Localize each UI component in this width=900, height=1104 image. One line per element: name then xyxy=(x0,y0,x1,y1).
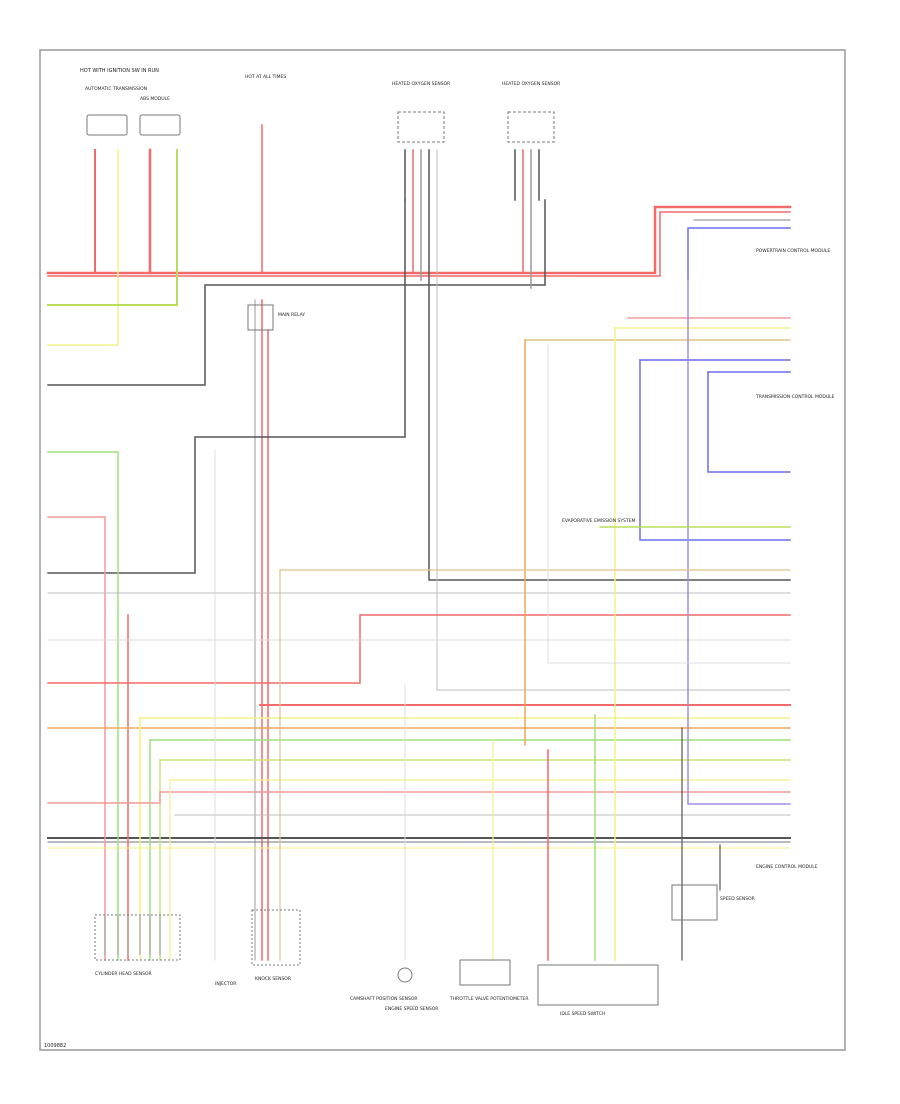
module-label-ecm: ENGINE CONTROL MODULE xyxy=(756,864,818,870)
abs-module-box xyxy=(139,114,181,136)
right-module-labels: POWERTRAIN CONTROL MODULE TRANSMISSION C… xyxy=(755,248,835,870)
speed-sensor-box xyxy=(671,884,718,921)
wire-green-1 xyxy=(47,451,119,961)
wire-ground-1 xyxy=(47,199,546,386)
wire-pink-2 xyxy=(47,791,791,804)
wire-at-2 xyxy=(47,149,119,346)
bottom-label-knock: KNOCK SENSOR xyxy=(255,976,291,982)
bottom-label-speed: SPEED SENSOR xyxy=(720,896,755,902)
wire-o2-1-gray xyxy=(436,149,791,691)
top-label-o2-1: HEATED OXYGEN SENSOR xyxy=(392,81,450,87)
bottom-label-ess: ENGINE SPEED SENSOR xyxy=(385,1006,438,1012)
bottom-label-tvp: THROTTLE VALVE POTENTIOMETER xyxy=(449,996,529,1002)
wire-harness xyxy=(46,124,792,961)
at-sensor-box xyxy=(86,114,128,136)
relay-label: MAIN RELAY xyxy=(278,312,305,318)
header-label: HOT WITH IGNITION SW IN RUN xyxy=(80,68,159,74)
wire-ground-2 xyxy=(47,199,406,574)
side-component-label: EVAPORATIVE EMISSION SYSTEM xyxy=(562,518,636,524)
wire-pink-1 xyxy=(47,516,106,961)
wire-power-bus-2 xyxy=(47,211,791,277)
injector-box xyxy=(251,909,301,966)
bottom-label-cmp: CAMSHAFT POSITION SENSOR xyxy=(350,996,418,1002)
cmp-sensor-box xyxy=(459,959,511,986)
main-relay-box xyxy=(247,304,274,331)
top-component-labels: AUTOMATIC TRANSMISSION ABS MODULE HOT AT… xyxy=(85,74,560,102)
module-label-tcm: TRANSMISSION CONTROL MODULE xyxy=(755,394,835,400)
bottom-component-labels: CYLINDER HEAD SENSOR INJECTOR KNOCK SENS… xyxy=(95,896,755,1017)
module-label-pcm: POWERTRAIN CONTROL MODULE xyxy=(756,248,830,254)
diagram-border xyxy=(39,49,846,1051)
wire-o2-1-signal xyxy=(428,149,791,581)
tvp-box xyxy=(537,964,659,1006)
bottom-label-cyl-head: CYLINDER HEAD SENSOR xyxy=(95,971,152,977)
cyl-head-box xyxy=(94,914,181,961)
o2-sensor-1-box xyxy=(397,111,445,143)
wire-abs-2 xyxy=(47,149,178,306)
top-label-abs: ABS MODULE xyxy=(140,96,170,102)
wire-power-bus xyxy=(46,205,792,275)
knock-sensor-symbol xyxy=(397,967,413,983)
footer-code: 1009882 xyxy=(44,1043,66,1049)
wire-blue-pcm xyxy=(687,227,791,281)
o2-sensor-2-box xyxy=(507,111,555,143)
bottom-label-injector: INJECTOR xyxy=(215,981,236,987)
bottom-label-idle: IDLE SPEED SWITCH xyxy=(560,1011,605,1017)
top-label-auto-trans: AUTOMATIC TRANSMISSION xyxy=(85,86,147,92)
wire-red-2 xyxy=(47,614,791,684)
top-label-o2-2: HEATED OXYGEN SENSOR xyxy=(502,81,560,87)
top-label-hot: HOT AT ALL TIMES xyxy=(245,74,286,80)
components xyxy=(86,111,718,1006)
